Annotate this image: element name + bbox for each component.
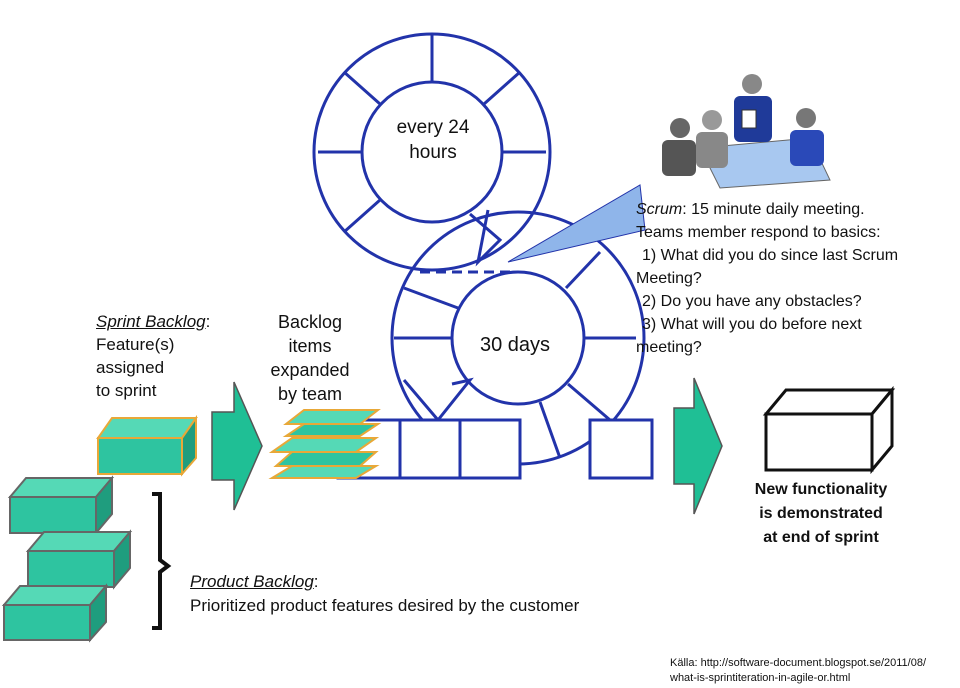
scrum-meeting-text: Scrum: 15 minute daily meeting. Teams me… — [636, 198, 898, 359]
sprint-backlog-label: Sprint Backlog: Feature(s) assigned to s… — [96, 310, 210, 402]
feature-box-icon — [96, 414, 198, 477]
scrum-line: Meeting? — [636, 270, 702, 287]
scrum-line: meeting? — [636, 339, 702, 356]
scrum-line: Teams member respond to basics: — [636, 224, 881, 241]
sprint-backlog-heading: Sprint Backlog — [96, 312, 206, 331]
sprint-cycle-label: 30 days — [480, 334, 551, 356]
sprint-backlog-heading-suffix: : — [205, 312, 211, 331]
meeting-callout — [507, 184, 646, 263]
bracket-icon — [152, 492, 172, 630]
scrum-title: Scrum — [636, 201, 683, 218]
sprint-backlog-line: assigned — [96, 358, 165, 377]
output-label: New functionality is demonstrated at end… — [734, 478, 908, 550]
daily-cycle-label-line: every 24 — [396, 117, 470, 138]
source-line: Källa: http://software-document.blogspot… — [670, 657, 927, 669]
backlog-items-line: items — [288, 336, 332, 356]
product-backlog-heading-suffix: : — [313, 572, 319, 591]
product-backlog-stack — [1, 475, 133, 643]
product-backlog-description: Prioritized product features desired by … — [190, 596, 580, 615]
daily-cycle-ring — [312, 32, 552, 274]
scrum-line: 2) Do you have any obstacles? — [642, 293, 862, 310]
scrum-title-rest: : 15 minute daily meeting. — [682, 201, 865, 218]
expanded-items-icon — [268, 409, 382, 479]
backlog-items-label: Backlog items expanded by team — [262, 310, 358, 406]
backlog-items-line: Backlog — [277, 312, 343, 332]
product-backlog-heading: Product Backlog — [190, 572, 314, 591]
source-note: Källa: http://software-document.blogspot… — [670, 656, 926, 686]
backlog-items-line: by team — [277, 384, 343, 404]
backlog-items-line: expanded — [270, 360, 350, 380]
source-line: what-is-sprintiteration-in-agile-or.html — [670, 672, 851, 684]
sprint-backlog-line: Feature(s) — [96, 335, 175, 354]
output-line: at end of sprint — [763, 529, 879, 546]
scrum-line: 1) What did you do since last Scrum — [642, 247, 899, 264]
output-line: New functionality — [754, 481, 888, 498]
daily-cycle-label: every 24 hours — [385, 115, 481, 165]
sprint-backlog-line: to sprint — [96, 381, 157, 400]
output-box-icon — [762, 385, 896, 475]
output-line: is demonstrated — [759, 505, 883, 522]
sprint-track — [336, 418, 654, 480]
product-backlog-label: Product Backlog: Prioritized product fea… — [190, 570, 579, 618]
daily-cycle-label-line: hours — [409, 142, 457, 163]
scrum-line: 3) What will you do before next — [642, 316, 862, 333]
right-arrow-icon — [211, 377, 723, 515]
team-meeting-illustration — [662, 74, 831, 189]
